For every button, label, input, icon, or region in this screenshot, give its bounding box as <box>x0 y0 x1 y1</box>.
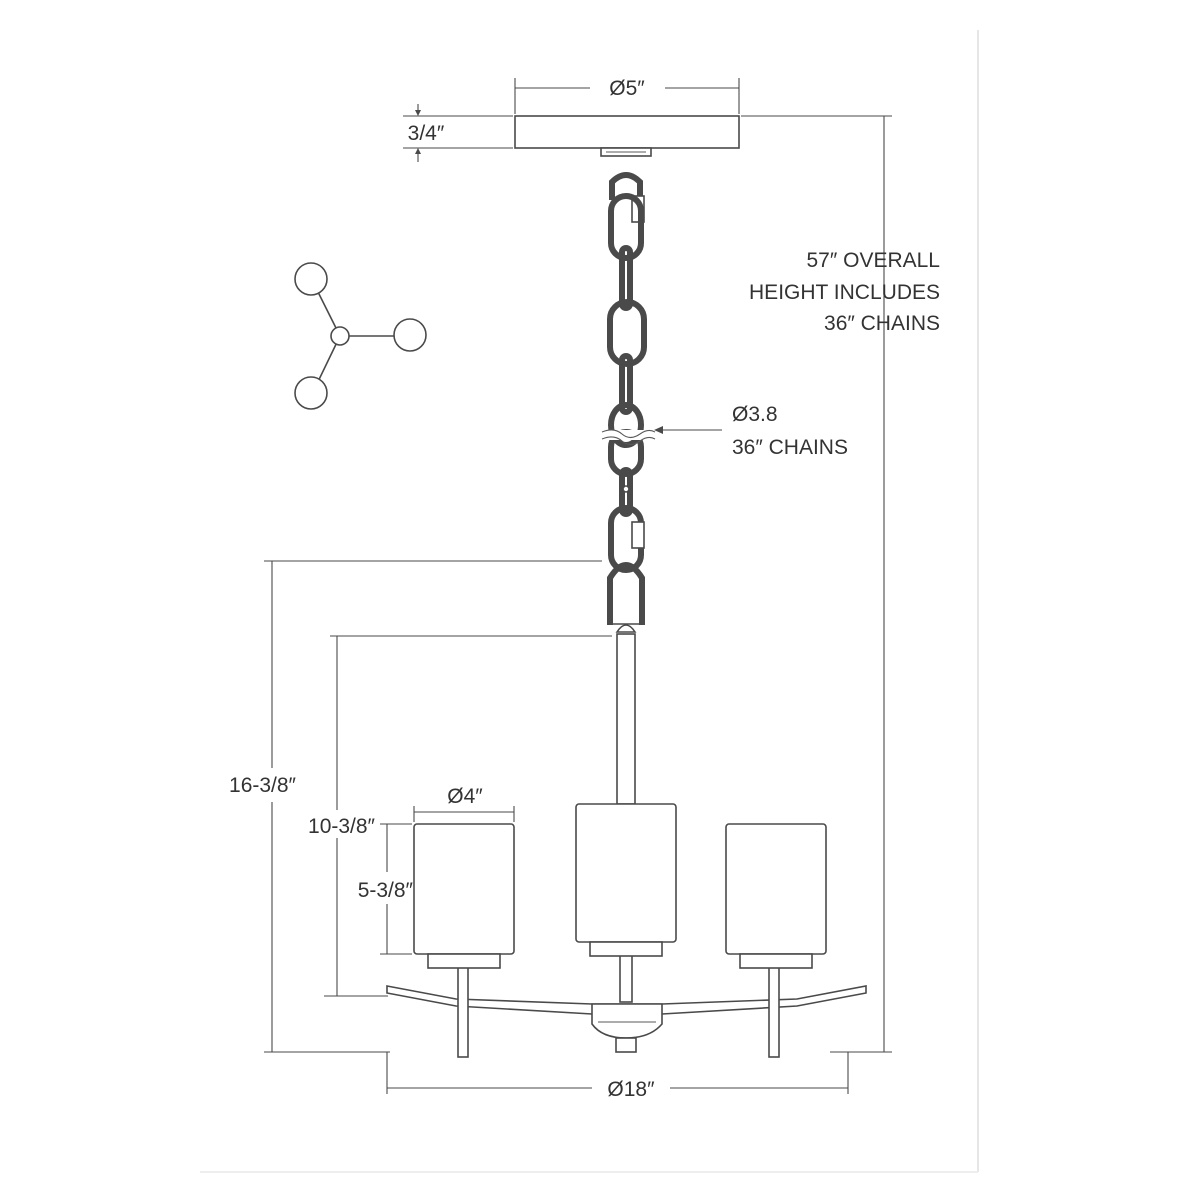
top-view-icon <box>294 262 427 410</box>
canopy-diameter-label: Ø5″ <box>609 77 645 100</box>
overall-height-label-line-1: 57″ OVERALL <box>806 249 940 272</box>
body-height-label: 10-3/8″ <box>308 815 376 838</box>
shade-right <box>725 823 827 969</box>
shade-center <box>575 803 677 957</box>
fixture-diameter-dimension <box>386 1052 849 1094</box>
canopy-diameter-dimension <box>514 78 740 114</box>
shade-height-label: 5-3/8″ <box>358 879 414 902</box>
arm-assembly <box>386 962 867 1058</box>
shade-diameter-label: Ø4″ <box>447 785 483 808</box>
shade-left <box>413 823 515 969</box>
body-height-dimension <box>324 635 612 997</box>
chain-diameter-label: Ø3.8 <box>732 403 778 426</box>
canopy-height-label: 3/4″ <box>408 122 445 145</box>
chain <box>600 172 656 633</box>
chain-callout <box>654 426 722 434</box>
overall-height-label-line-3: 36″ CHAINS <box>824 312 940 335</box>
canopy <box>514 115 740 157</box>
shade-diameter-dimension <box>413 806 515 822</box>
center-stem <box>616 633 636 1003</box>
fixture-height-dimension <box>264 560 602 1053</box>
fixture-height-label: 16-3/8″ <box>229 774 297 797</box>
chain-length-label: 36″ CHAINS <box>732 436 848 459</box>
shade-height-dimension <box>380 823 412 955</box>
overall-height-dimension <box>741 115 892 1053</box>
canopy-height-dimension <box>403 104 513 162</box>
overall-height-label-line-2: HEIGHT INCLUDES <box>749 281 940 304</box>
fixture-diameter-label: Ø18″ <box>607 1078 655 1101</box>
